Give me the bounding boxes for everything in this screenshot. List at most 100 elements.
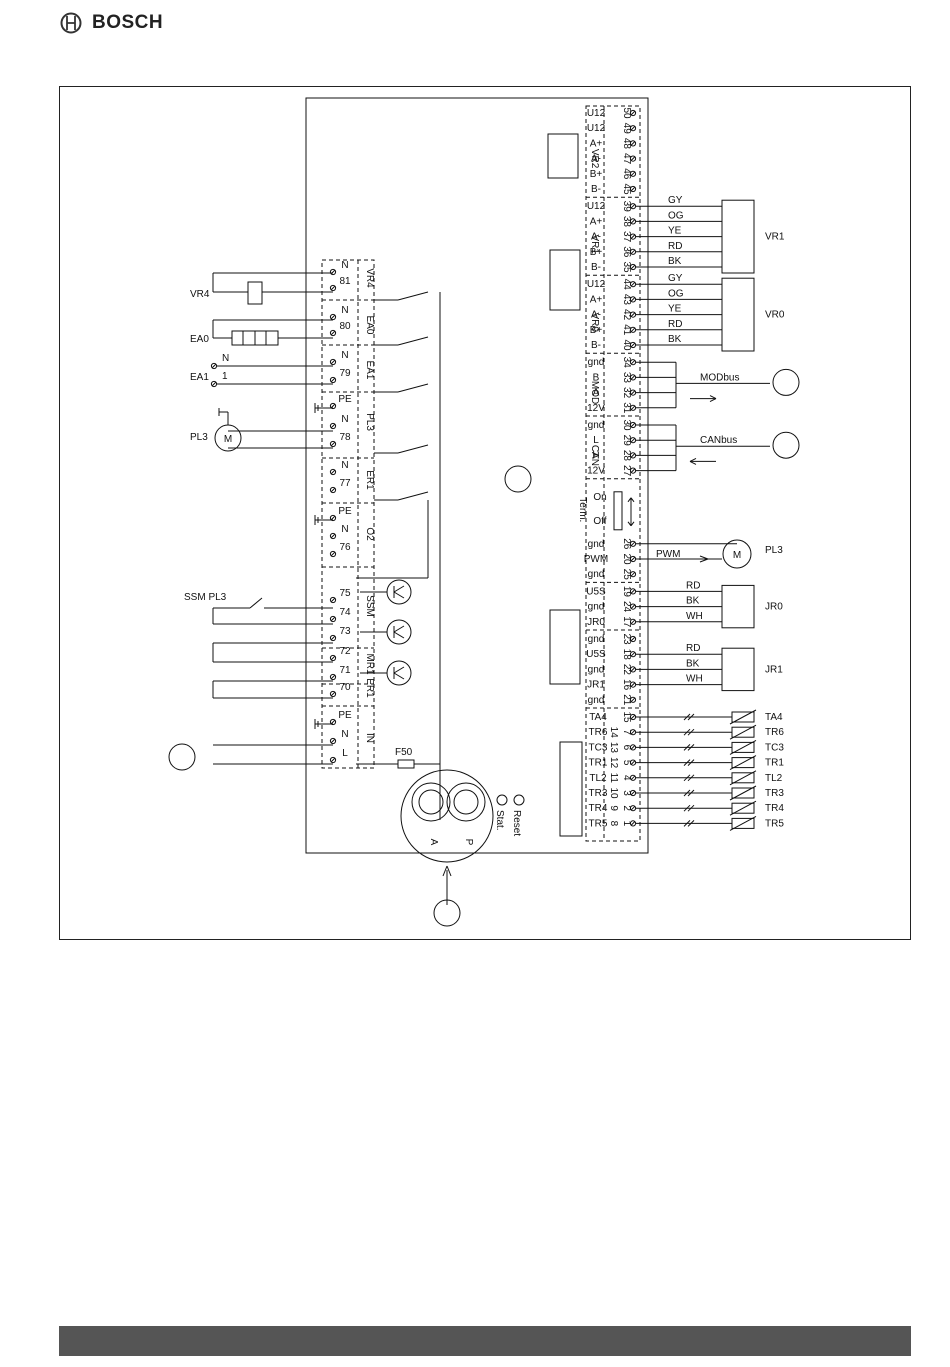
transistor-symbol — [386, 579, 412, 605]
term-label: Term. — [577, 497, 588, 522]
term-arrow — [630, 497, 635, 503]
sensor-label: TR4 — [765, 803, 784, 814]
led-stat — [496, 794, 508, 806]
right-terminal-name: A- — [591, 232, 601, 243]
right-terminal-name: U12 — [587, 279, 606, 290]
left-terminal-label: PE — [338, 506, 352, 517]
sensor-terminal-number: 7 — [621, 729, 632, 735]
right-terminal-name: gnd — [588, 357, 605, 368]
transistor-collector — [393, 625, 405, 633]
right-terminal-strip — [585, 105, 641, 842]
left-terminal-label: 74 — [339, 607, 351, 618]
term-arrow — [630, 521, 635, 527]
relay-contact — [397, 383, 429, 393]
sensor-slash — [729, 755, 757, 771]
sensor-terminal-number: 15 — [621, 711, 632, 723]
terminal-slash — [630, 619, 636, 625]
terminal-slash — [330, 441, 336, 447]
left-group-label: IN — [364, 733, 375, 743]
pl3-pump-motor — [722, 539, 752, 569]
right-terminal-name: gnd — [588, 420, 605, 431]
sensor-label: TC3 — [765, 742, 784, 753]
sensor-element — [731, 757, 755, 769]
terminal-slash — [630, 342, 636, 348]
right-terminal-number: 36 — [621, 246, 632, 258]
terminal-slash — [330, 487, 336, 493]
left-terminal-label: 81 — [339, 276, 351, 287]
modbus-arrow — [709, 398, 717, 403]
right-terminal-name: JR0 — [587, 617, 605, 628]
right-terminal-name: U12 — [587, 108, 606, 119]
right-terminal-number: 49 — [621, 123, 632, 135]
left-terminal-label: 76 — [339, 542, 351, 553]
vr0-wire-color: GY — [668, 273, 683, 284]
sensor-slash — [729, 800, 757, 816]
right-terminal-name: A+ — [590, 216, 603, 227]
jr0-device — [721, 584, 755, 629]
term-on-label: On — [593, 492, 606, 503]
terminal-slash — [211, 363, 217, 369]
sensor-slash — [729, 724, 757, 740]
terminal-slash — [630, 604, 636, 609]
sensor-terminal-number: 10 — [608, 787, 619, 799]
left-group-label: EA1 — [364, 361, 375, 380]
right-terminal-number: 40 — [621, 339, 632, 351]
board-connector — [549, 249, 581, 311]
sensor-wire-mark — [683, 744, 691, 751]
terminal-slash — [630, 281, 636, 287]
jr0-wire-color: RD — [686, 580, 700, 591]
arrow-head — [442, 865, 448, 877]
sensor-terminal-name: TR3 — [589, 788, 608, 799]
right-terminal-name: U5S — [586, 586, 606, 597]
terminal-slash — [630, 249, 636, 255]
left-terminal-label: N — [341, 350, 348, 361]
sensor-label: TR3 — [765, 788, 784, 799]
terminal-slash — [630, 327, 636, 333]
sensor-element — [731, 787, 755, 799]
right-terminal-number: 32 — [621, 387, 632, 399]
right-terminal-number: 17 — [621, 616, 632, 628]
right-terminal-number: 20 — [621, 553, 632, 565]
sensor-wire-mark — [687, 728, 695, 736]
right-group-label: VR1 — [589, 234, 600, 254]
right-terminal-number: 45 — [621, 183, 632, 195]
device-label-ea1: EA1 — [190, 372, 209, 383]
right-group-label: VR2 — [589, 149, 600, 169]
sensor-wire-mark — [683, 820, 691, 827]
bosch-logo: BOSCH — [60, 10, 163, 36]
terminal-slash — [630, 312, 636, 317]
sensor-label: TR1 — [765, 758, 784, 769]
jr1-wire-color: BK — [686, 658, 700, 669]
terminal-slash — [630, 541, 636, 547]
transistor-emitter — [393, 591, 405, 599]
vr0-wire-color: OG — [668, 288, 684, 299]
terminal-slash — [630, 821, 636, 826]
right-terminal-name: B- — [591, 262, 601, 273]
canbus-arrow — [689, 457, 697, 462]
jr1-device — [721, 647, 755, 692]
sensor-wire-mark — [683, 774, 691, 782]
left-terminal-label: 71 — [339, 665, 351, 676]
right-terminal-number: 28 — [621, 450, 632, 462]
right-terminal-number: 48 — [621, 138, 632, 150]
sensor-slash — [729, 709, 757, 725]
sensor-wire-mark — [687, 744, 695, 751]
sensor-terminal-number: 12 — [608, 757, 619, 769]
right-terminal-name: B- — [591, 340, 601, 351]
right-terminal-number: 18 — [621, 649, 632, 661]
jr1-label: JR1 — [765, 664, 783, 675]
terminal-slash — [630, 468, 636, 473]
sensor-wire-mark — [683, 804, 691, 812]
relay-contact — [397, 291, 429, 301]
terminal-slash — [630, 437, 636, 443]
device-label-ea0: EA0 — [190, 334, 209, 345]
terminal-slash — [330, 597, 336, 603]
sensor-wire-mark — [687, 804, 695, 812]
sensor-slash — [729, 785, 757, 801]
terminal-slash — [630, 375, 636, 380]
terminal-slash — [330, 757, 336, 763]
transistor-symbol — [386, 619, 412, 645]
right-terminal-number: 27 — [621, 465, 632, 477]
vr1-wire-color: OG — [668, 210, 684, 221]
terminal-slash — [630, 571, 636, 577]
